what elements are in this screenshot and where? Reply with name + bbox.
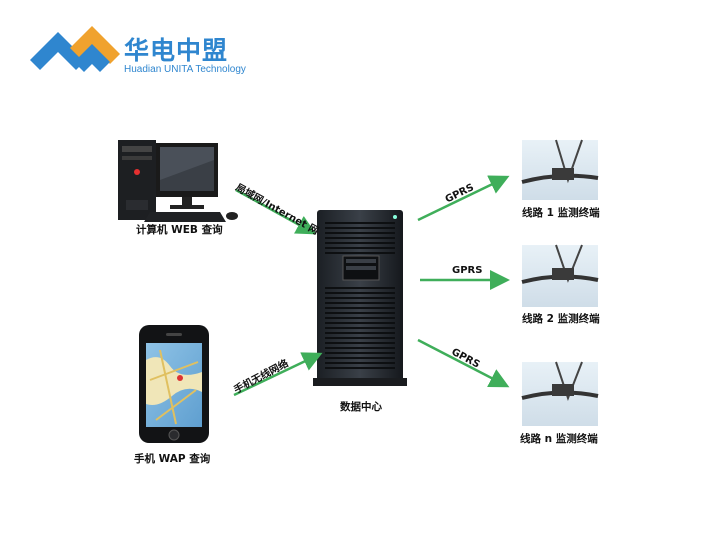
arrow-center-to-terminal-n — [417, 338, 510, 388]
gprs-label-2: GPRS — [452, 265, 483, 276]
logo-name-en: Huadian UNITA Technology — [124, 64, 246, 75]
phone-icon — [139, 325, 209, 443]
server-icon — [313, 210, 407, 386]
terminal-1-label: 线路 1 监测终端 — [522, 207, 600, 219]
terminal-2-label: 线路 2 监测终端 — [522, 313, 600, 325]
logo-mark-icon — [30, 26, 120, 72]
terminal-n-label: 线路 n 监测终端 — [520, 433, 598, 445]
arrow-center-to-terminal-1 — [417, 175, 510, 222]
terminal-photo-1 — [521, 139, 599, 200]
phone-label: 手机 WAP 查询 — [134, 453, 211, 465]
computer-icon — [118, 140, 238, 222]
pc-label: 计算机 WEB 查询 — [136, 224, 223, 236]
terminal-photo-n — [521, 361, 599, 426]
company-logo — [30, 22, 250, 82]
logo-name-cn: 华电中盟 — [124, 36, 229, 65]
terminal-photo-2 — [521, 244, 599, 307]
center-label: 数据中心 — [340, 401, 382, 413]
arrow-phone-to-center — [233, 352, 323, 397]
arrow-pc-to-center — [235, 188, 317, 235]
